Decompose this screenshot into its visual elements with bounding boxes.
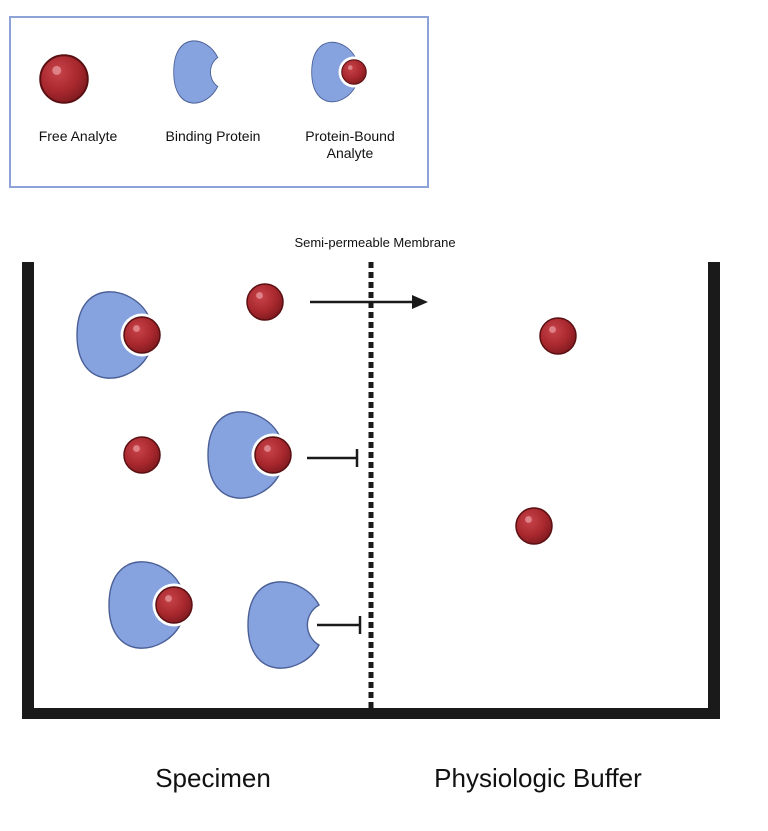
free-analyte: [539, 317, 577, 355]
diffusion-arrow: [310, 295, 428, 309]
binding-protein: [247, 581, 320, 669]
legend-free-analyte-label: Free Analyte: [39, 128, 118, 144]
protein-bound-analyte: [76, 291, 164, 379]
legend-binding-protein-label: Binding Protein: [166, 128, 261, 144]
protein-bound-analyte: [108, 561, 196, 649]
legend-box: [9, 16, 429, 188]
blocked-indicator: [317, 616, 362, 634]
physiologic-buffer-label: Physiologic Buffer: [434, 763, 642, 793]
free-analyte: [123, 436, 161, 474]
membrane-label: Semi-permeable Membrane: [294, 235, 455, 250]
blocked-indicator: [307, 449, 359, 467]
legend-protein-bound-icon: [311, 41, 370, 103]
container: [22, 262, 720, 719]
legend-protein-bound-label-line2: Analyte: [327, 145, 374, 161]
legend-free-analyte-icon: [39, 54, 89, 104]
protein-bound-analyte: [207, 411, 295, 499]
free-analyte: [515, 507, 553, 545]
legend-protein-bound-label-line1: Protein-Bound: [305, 128, 395, 144]
legend-binding-protein-icon: [173, 40, 219, 104]
free-analyte: [246, 283, 284, 321]
specimen-label: Specimen: [155, 763, 271, 793]
